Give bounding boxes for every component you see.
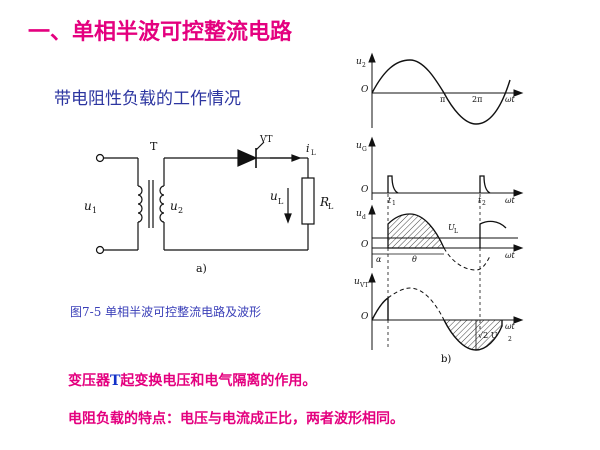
panel-label-b: b) — [441, 354, 452, 365]
ud-UL-sub: L — [454, 228, 458, 235]
uG-t2-sub: 2 — [482, 200, 486, 207]
terminal-bottom — [95, 245, 105, 255]
label-u2: u — [170, 199, 178, 213]
secondary-winding — [159, 185, 165, 223]
ud-theta: θ — [412, 255, 417, 264]
label-uL: u — [270, 189, 278, 203]
note-transformer: 变压器T起变换电压和电气隔离的作用。 — [68, 370, 316, 390]
label-T: T — [150, 140, 158, 153]
note-transformer-prefix: 变压器 — [68, 373, 110, 389]
u2-xlabel: ωt — [505, 95, 516, 104]
gate-pulse-1 — [387, 175, 399, 194]
ud-UL: U — [448, 223, 455, 232]
uG-t2: t — [478, 196, 482, 205]
label-u1: u — [84, 199, 92, 213]
uVT-ylabel-sub: VT — [359, 282, 368, 289]
uVT-dashed-curve — [387, 287, 445, 321]
uVT-peak-sub: 2 — [508, 336, 512, 343]
gate-pulse-2 — [479, 175, 491, 194]
label-RL: R — [319, 195, 329, 209]
uVT-xlabel: ωt — [505, 322, 516, 331]
uL-arrow — [284, 213, 292, 224]
uG-t1-sub: 1 — [392, 200, 396, 207]
u2-origin: O — [361, 85, 369, 95]
u2-ylabel: u — [356, 57, 362, 67]
label-RL-sub: L — [328, 202, 334, 211]
uVT-ylabel: u — [354, 277, 360, 287]
ud-ylabel-sub: d — [362, 214, 366, 221]
note-transformer-highlight: T — [110, 373, 121, 389]
label-uL-sub: L — [278, 197, 284, 206]
u2-sine-curve — [371, 59, 511, 125]
ud-alpha: α — [376, 255, 382, 264]
current-arrow — [291, 154, 302, 162]
u2-two-pi: 2π — [472, 95, 482, 104]
label-u2-sub: 2 — [178, 206, 183, 215]
ud-ylabel: u — [356, 209, 362, 219]
page-title: 一、单相半波可控整流电路 — [28, 20, 293, 45]
page-subtitle: 带电阻性负载的工作情况 — [54, 89, 241, 109]
u2-pi: π — [440, 95, 445, 104]
waveform-panel: u 2 O π 2π ωt u G O t 1 t 2 ωt u d O α θ… — [354, 52, 524, 351]
uVT-peak: √2 U — [478, 331, 498, 340]
primary-winding — [137, 185, 143, 223]
note-transformer-rest: 起变换电压和电气隔离的作用。 — [120, 373, 317, 389]
panel-label-a: a) — [196, 262, 207, 275]
u2-ylabel-sub: 2 — [362, 62, 366, 69]
label-iL-sub: L — [311, 149, 316, 157]
label-iL: i — [306, 142, 310, 155]
ud-origin: O — [361, 240, 369, 250]
note-resistive-load: 电阻负载的特点：电压与电流成正比，两者波形相同。 — [68, 408, 404, 428]
uG-xlabel: ωt — [505, 196, 516, 205]
label-u1-sub: 1 — [92, 206, 97, 215]
note-resistive-load-text: 电阻负载的特点：电压与电流成正比，两者波形相同。 — [68, 411, 404, 427]
label-VT: VT — [259, 135, 273, 145]
uG-origin: O — [361, 185, 369, 195]
resistor-RL — [301, 177, 315, 225]
ud-xlabel: ωt — [505, 251, 516, 260]
figure-caption: 图7-5 单相半波可控整流电路及波形 — [70, 305, 262, 319]
uVT-forward-block — [371, 296, 389, 321]
uG-ylabel: u — [356, 141, 362, 151]
uVT-origin: O — [361, 312, 369, 322]
circuit-diagram: T u 1 u 2 VT i L u L R L a) — [84, 135, 334, 275]
terminal-top — [95, 153, 105, 163]
uG-ylabel-sub: G — [362, 146, 367, 153]
ud-dashed-curve — [443, 247, 491, 271]
ud-next-conduction — [479, 220, 507, 248]
uG-t1: t — [388, 196, 392, 205]
ud-conduction-area — [387, 213, 446, 249]
thyristor-symbol — [237, 149, 258, 167]
